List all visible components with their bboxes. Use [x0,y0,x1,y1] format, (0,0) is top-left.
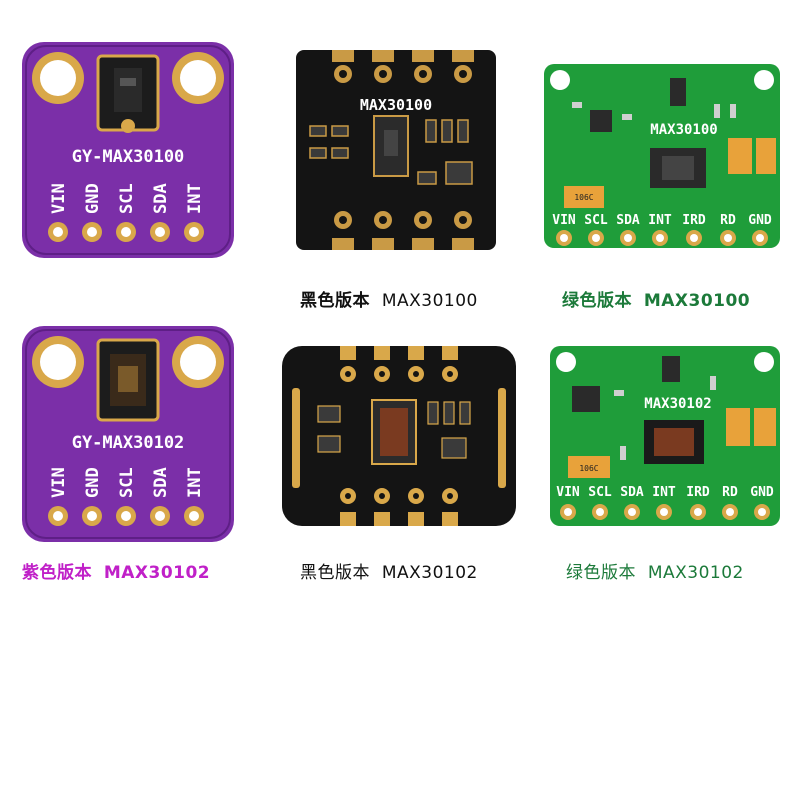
svg-text:INT: INT [185,467,205,498]
svg-text:GND: GND [83,183,103,214]
caption-purple-max30102: 紫色版本 MAX30102 [22,563,211,583]
svg-text:SDA: SDA [151,183,171,214]
svg-text:RD: RD [722,485,738,500]
green-max30102-board: MAX30102 106C VIN SCL SDA INT IRD RD GND [550,346,780,526]
svg-text:VIN: VIN [552,213,576,228]
svg-text:SDA: SDA [620,485,644,500]
black-max30100-silkscreen: MAX30100 [360,96,432,114]
svg-text:IRD: IRD [686,485,710,500]
svg-text:INT: INT [652,485,676,500]
svg-text:VIN: VIN [49,183,69,214]
green-max30100-silkscreen: MAX30100 [650,122,717,138]
black-max30100-board: MAX30100 [296,50,496,250]
svg-text:SCL: SCL [117,183,137,214]
svg-text:SCL: SCL [584,213,608,228]
svg-text:IRD: IRD [682,213,706,228]
purple-max30100-silkscreen: GY-MAX30100 [72,147,185,167]
green-max30102-cap-label: 106C [579,464,598,473]
green-max30100-cap-label: 106C [574,193,593,202]
svg-text:SDA: SDA [616,213,640,228]
svg-text:SCL: SCL [588,485,612,500]
svg-text:SCL: SCL [117,467,137,498]
caption-green-max30102: 绿色版本 MAX30102 [566,563,744,583]
svg-text:VIN: VIN [49,467,69,498]
black-max30102-board [282,346,516,526]
caption-black-max30100: 黑色版本 MAX30100 [300,291,478,311]
svg-text:VIN: VIN [556,485,580,500]
svg-text:INT: INT [185,183,205,214]
svg-text:GND: GND [83,467,103,498]
svg-text:INT: INT [648,213,672,228]
svg-text:GND: GND [750,485,774,500]
caption-green-max30100: 绿色版本 MAX30100 [562,291,751,311]
purple-max30100-board: GY-MAX30100 VIN GND SCL SDA INT [22,42,234,258]
purple-max30102-silkscreen: GY-MAX30102 [72,433,185,453]
green-max30100-board: MAX30100 106C VIN SCL SDA INT IRD RD GND [544,64,780,248]
caption-black-max30102: 黑色版本 MAX30102 [300,563,478,583]
green-max30102-silkscreen: MAX30102 [644,396,711,412]
svg-text:GND: GND [748,213,772,228]
purple-max30102-board: GY-MAX30102 VIN GND SCL SDA INT [22,326,234,542]
svg-text:RD: RD [720,213,736,228]
svg-text:SDA: SDA [151,467,171,498]
